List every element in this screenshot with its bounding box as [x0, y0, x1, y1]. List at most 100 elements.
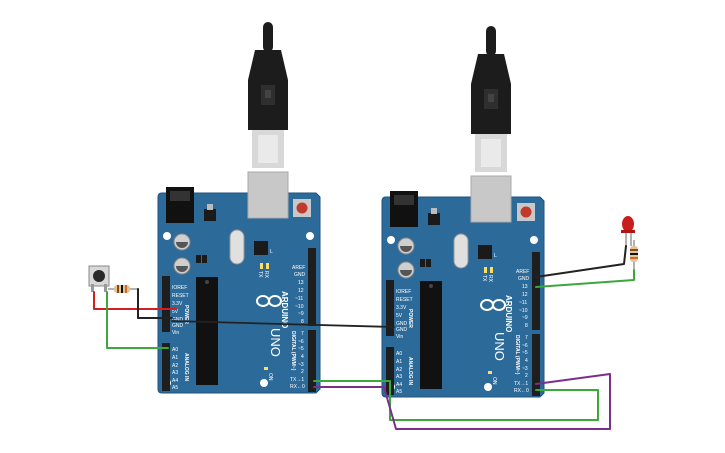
pin-label: GND: [396, 327, 408, 333]
pin-label: 8: [525, 323, 528, 329]
pin-label: RX←0: [514, 388, 529, 394]
pin-label: AREF: [292, 265, 305, 271]
pin-label: 3.3V: [172, 301, 183, 307]
pin-label: ~9: [298, 311, 304, 317]
wire-black-gnd-left[interactable]: [137, 288, 173, 319]
pin-label: 8: [301, 319, 304, 325]
board-left-digital-top-pin-labels: AREF GND 13 12 ~11 ~10 ~9 8: [292, 265, 306, 325]
board-right-power-pin-labels: IOREF RESET 3.3V 5V GND GND Vin: [396, 289, 413, 340]
pin-label: A0: [396, 351, 402, 357]
pin-label: 13: [522, 284, 528, 290]
pin-label: 13: [298, 280, 304, 286]
pin-label: TX→1: [514, 381, 528, 387]
pin-label: ~11: [519, 300, 527, 306]
board-right-tx-led-label: TX: [481, 275, 487, 282]
board-left-power-pin-labels: IOREF RESET 3.3V 5V GND GND Vin: [172, 285, 189, 336]
pin-label: A5: [396, 389, 402, 395]
pin-label: 7: [301, 331, 304, 337]
wire-black-gnd-right[interactable]: [535, 245, 627, 278]
wire-green-a0[interactable]: [106, 291, 169, 349]
pin-label: A3: [396, 374, 402, 380]
board-right-digital-bottom-pin-labels: 7 ~6 ~5 4 ~3 2 TX→1 RX←0: [514, 335, 529, 394]
pin-label: A4: [172, 378, 178, 384]
pin-label: A5: [172, 385, 178, 391]
pin-label: GND: [518, 276, 530, 282]
pin-label: 4: [525, 358, 528, 364]
pin-label: IOREF: [172, 285, 187, 291]
pin-label: GND: [172, 323, 184, 329]
pin-label: 2: [301, 369, 304, 375]
board-right-digital-top-pin-labels: AREF GND 13 12 ~11 ~10 ~9 8: [516, 269, 530, 329]
pushbutton[interactable]: [88, 265, 110, 292]
wire-black-gnd-bridge[interactable]: [171, 320, 395, 328]
wires: [93, 245, 635, 430]
pin-label: GND: [294, 272, 306, 278]
wire-green-pin13[interactable]: [535, 269, 635, 288]
pin-label: 12: [522, 292, 528, 298]
board-right-rx-led-label: RX: [487, 275, 493, 283]
board-right-digital-label: DIGITAL (PWM~): [514, 335, 520, 375]
pin-label: ~10: [295, 304, 304, 310]
board-left-power-label: POWER: [183, 305, 189, 324]
pin-label: Vin: [396, 334, 403, 340]
resistor-left[interactable]: [108, 285, 138, 293]
board-right-on-label: ON: [491, 377, 497, 385]
pin-label: AREF: [516, 269, 529, 275]
board-right-analog-pin-labels: A0 A1 A2 A3 A4 A5: [396, 351, 402, 395]
board-left-digital-bottom-pin-labels: 7 ~6 ~5 4 ~3 2 TX→1 RX←0: [290, 331, 305, 390]
board-right-l-led-label: L: [494, 253, 497, 259]
pin-label: Vin: [172, 330, 179, 336]
pin-label: ~9: [522, 315, 528, 321]
pin-label: ~3: [298, 362, 304, 368]
pin-label: 4: [301, 354, 304, 360]
board-right-power-label: POWER: [407, 309, 413, 328]
board-left-digital-label: DIGITAL (PWM~): [290, 331, 296, 371]
pin-label: RESET: [396, 297, 413, 303]
pin-label: ~5: [298, 346, 304, 352]
pin-label: ~5: [522, 350, 528, 356]
pin-label: TX→1: [290, 377, 304, 383]
pin-label: ~3: [522, 366, 528, 372]
board-right-analog-label: ANALOG IN: [407, 357, 413, 385]
wire-purple-rx-tx[interactable]: [313, 373, 611, 430]
board-right-model: UNO: [492, 332, 507, 361]
arduino-board-right[interactable]: ARDUINO UNO POWER ANALOG IN DIGITAL (PWM…: [381, 175, 545, 398]
pin-label: ~6: [522, 343, 528, 349]
pin-label: A1: [172, 355, 178, 361]
board-left-analog-label: ANALOG IN: [183, 353, 189, 381]
pin-label: RX←0: [290, 384, 305, 390]
pin-label: A2: [396, 367, 402, 373]
pin-label: ~10: [519, 308, 528, 314]
pin-label: A0: [172, 347, 178, 353]
resistor-right[interactable]: [630, 240, 638, 270]
board-left-on-label: ON: [267, 373, 273, 381]
board-left-model: UNO: [268, 328, 283, 357]
pin-label: A1: [396, 359, 402, 365]
wire-red-5v[interactable]: [93, 291, 177, 310]
pin-label: A4: [396, 382, 402, 388]
pin-label: 2: [525, 373, 528, 379]
pin-label: 5V: [396, 313, 403, 319]
board-left-l-led-label: L: [270, 249, 273, 255]
pin-label: 3.3V: [396, 305, 407, 311]
pin-label: A2: [172, 363, 178, 369]
board-left-tx-led-label: TX: [257, 271, 263, 278]
board-right-brand: ARDUINO: [504, 295, 513, 332]
pin-label: ~6: [298, 339, 304, 345]
pin-label: RESET: [172, 293, 189, 299]
arduino-board-left[interactable]: ARDUINO UNO POWER ANALOG IN DIGITAL (PWM…: [157, 171, 321, 394]
pin-label: 12: [298, 288, 304, 294]
pin-label: 5V: [172, 309, 179, 315]
wire-green-tx-rx[interactable]: [313, 380, 599, 421]
pin-label: GND: [172, 317, 184, 323]
pin-label: GND: [396, 321, 408, 327]
pin-label: 7: [525, 335, 528, 341]
pin-label: ~11: [295, 296, 303, 302]
board-left-rx-led-label: RX: [263, 271, 269, 279]
pin-label: IOREF: [396, 289, 411, 295]
pin-label: A3: [172, 370, 178, 376]
board-left-analog-pin-labels: A0 A1 A2 A3 A4 A5: [172, 347, 178, 391]
board-left-brand: ARDUINO: [280, 291, 289, 328]
led-red[interactable]: [621, 216, 635, 246]
